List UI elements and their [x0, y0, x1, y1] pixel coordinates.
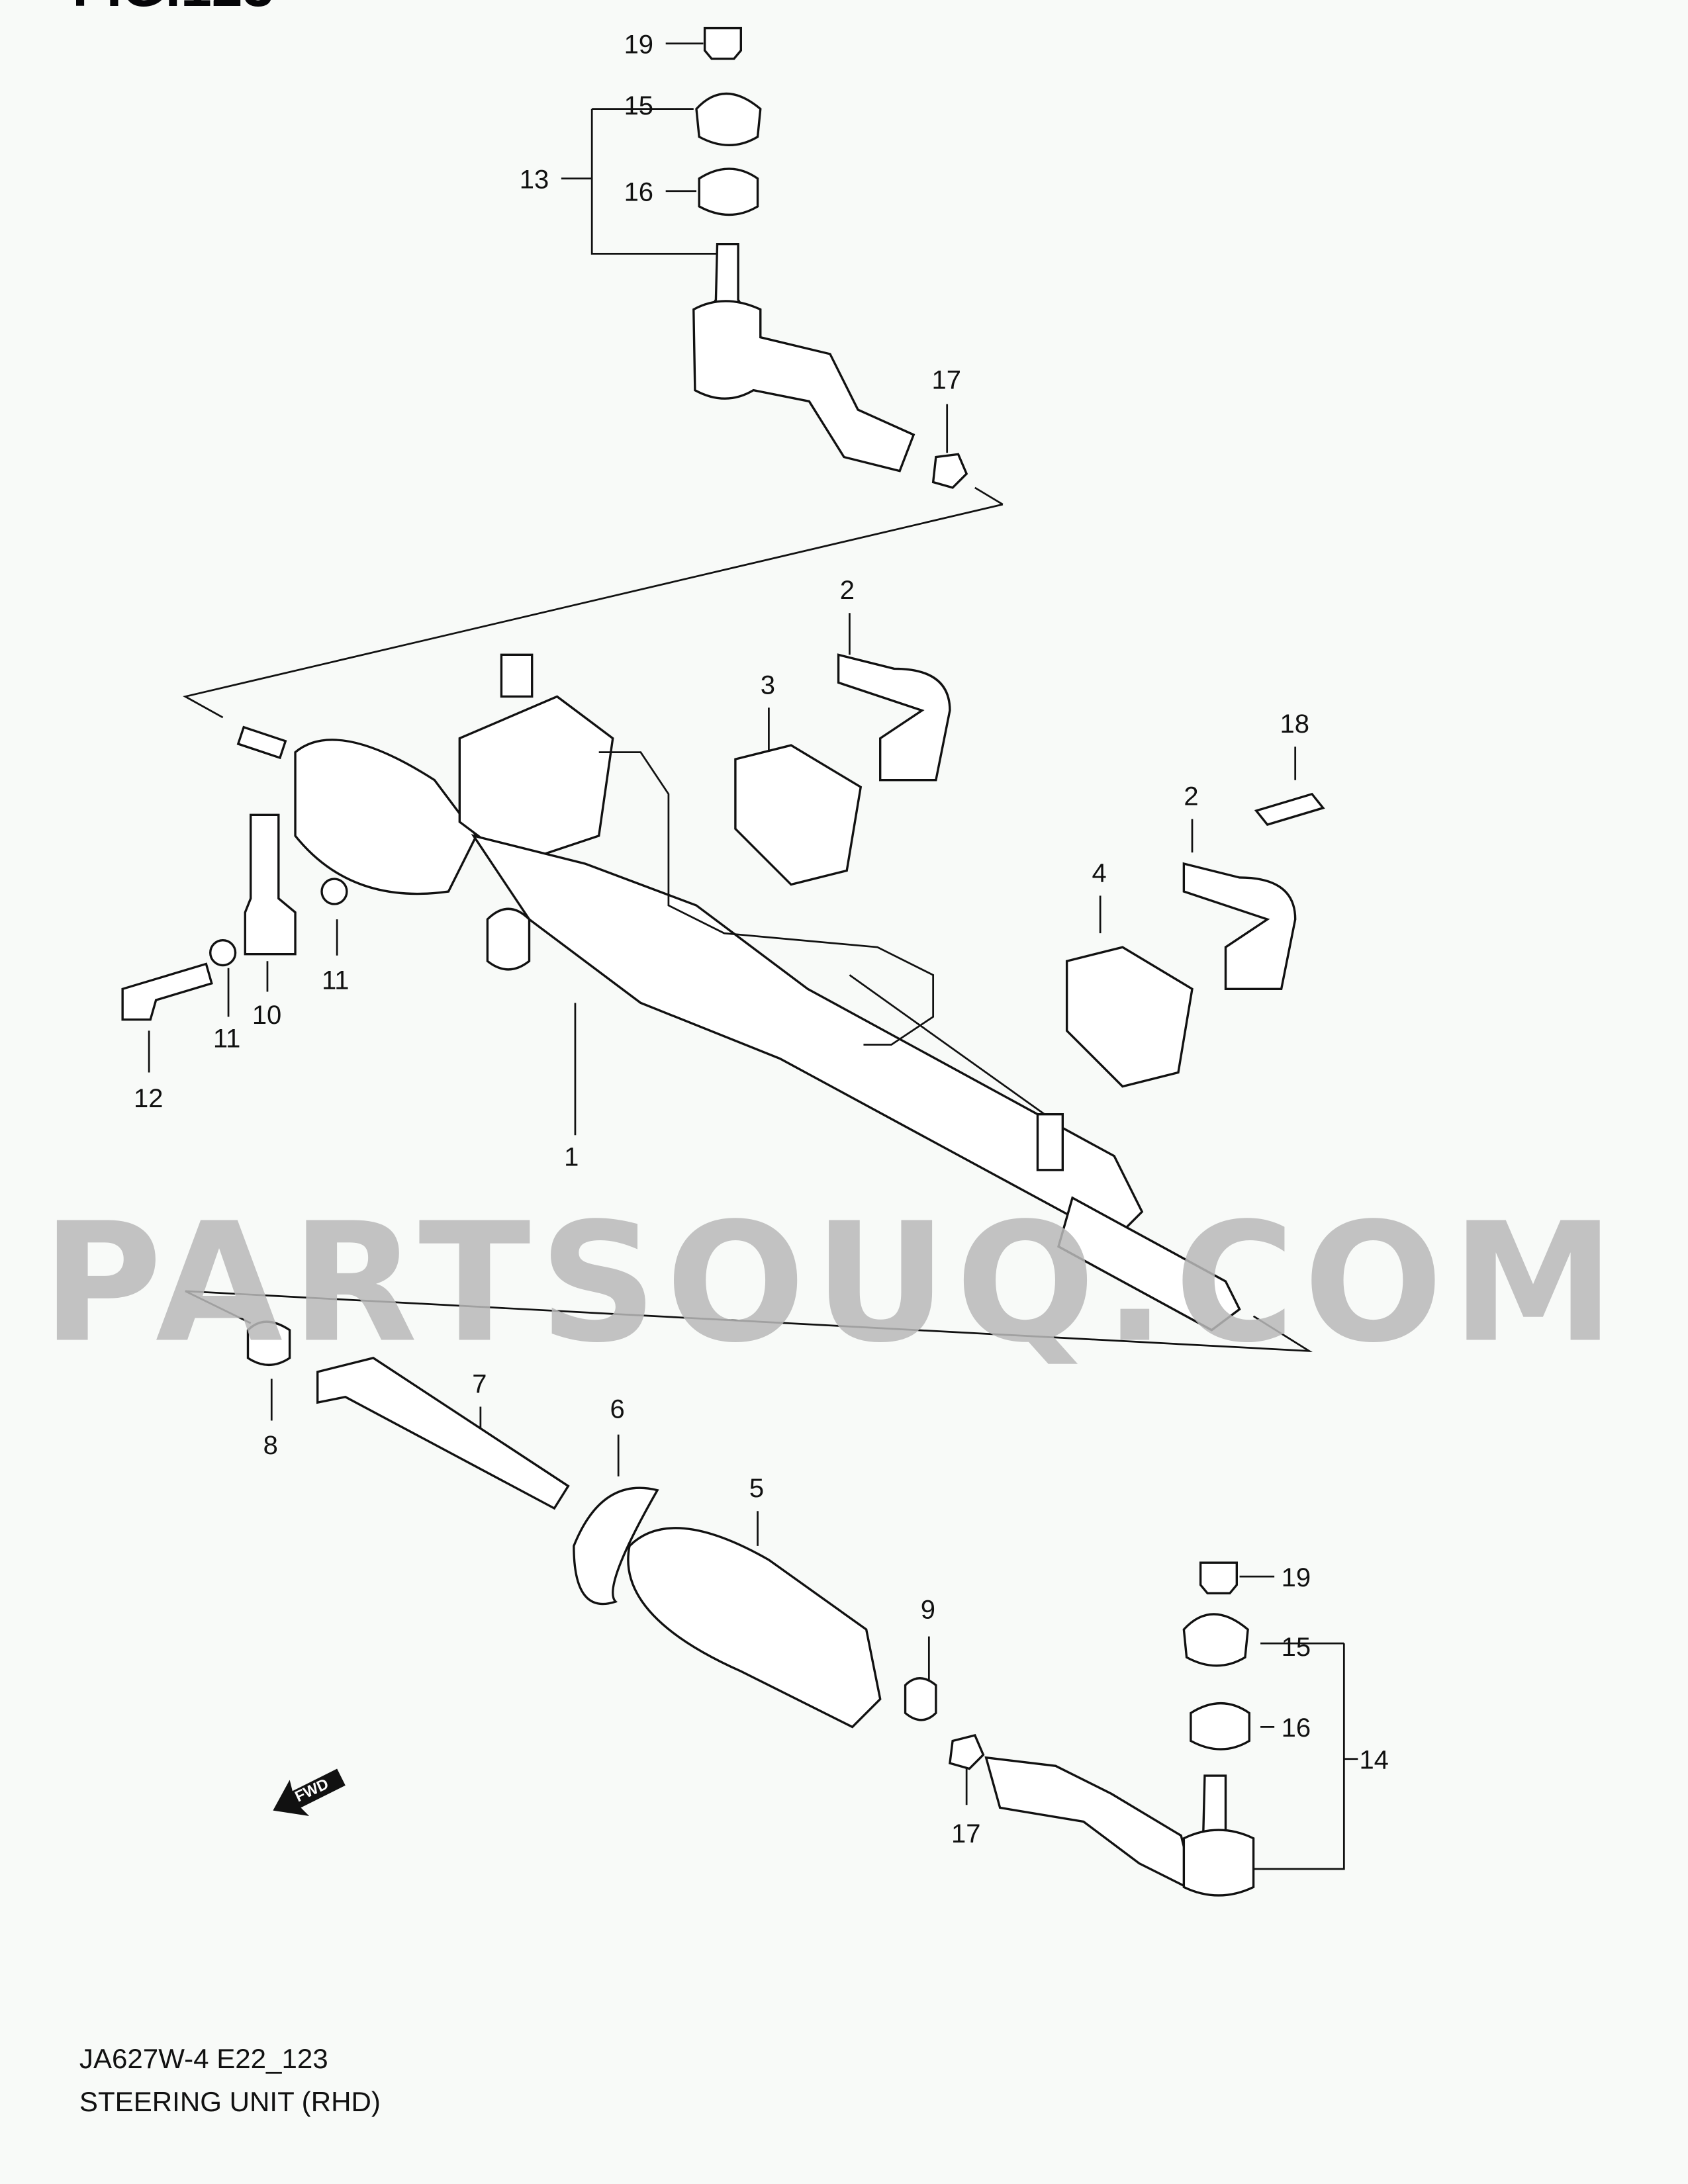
callout-19: 19 — [1282, 1563, 1311, 1592]
union-bolt-10 — [244, 813, 297, 956]
clip-6 — [573, 1486, 659, 1606]
callout-1: 1 — [564, 1143, 579, 1172]
union-bolt-fittings — [121, 813, 348, 1021]
tie-rod-end-upper — [692, 26, 968, 489]
band-9 — [904, 1677, 937, 1721]
callout-16: 16 — [624, 177, 653, 206]
callout-3: 3 — [761, 670, 775, 700]
callout-12: 12 — [134, 1084, 163, 1113]
diagram-code: JA627W-4 E22_123 — [79, 2043, 328, 2074]
pinion-shaft — [500, 653, 534, 698]
callout-18: 18 — [1280, 709, 1309, 739]
callout-8: 8 — [263, 1431, 278, 1460]
forward-direction-arrow: FWD — [273, 1768, 346, 1817]
nut-17-upper — [931, 453, 968, 489]
bracket-2-left — [837, 653, 951, 782]
callout-10: 10 — [252, 1001, 281, 1030]
callout-2: 2 — [840, 576, 855, 605]
spring-16-upper — [698, 167, 759, 216]
cushion-4 — [1065, 946, 1194, 1088]
callout-13: 13 — [520, 165, 549, 195]
socket-lower — [1182, 1829, 1255, 1897]
assembly-guide-lines — [148, 42, 1358, 1870]
rack-boot-left — [294, 739, 478, 895]
callout-7: 7 — [472, 1369, 487, 1398]
mounts-and-brackets — [734, 653, 1325, 1088]
callout-17: 17 — [951, 1819, 980, 1848]
callout-17: 17 — [932, 366, 961, 395]
pipe-fitting — [1036, 1113, 1064, 1171]
callout-2: 2 — [1184, 782, 1198, 811]
mount-boss — [486, 907, 531, 971]
tie-rod-end-14 — [984, 1756, 1197, 1893]
callout-15: 15 — [624, 91, 653, 120]
callout-16: 16 — [1282, 1713, 1311, 1743]
callout-5: 5 — [749, 1474, 764, 1503]
figure-title: FIG.123 — [72, 0, 273, 18]
callout-labels: 19 15 13 16 17 2 3 18 2 4 11 11 10 12 1 … — [134, 30, 1389, 1848]
spring-16-lower — [1190, 1702, 1250, 1751]
rack-end-thread — [236, 725, 287, 760]
nut-17-lower — [949, 1734, 985, 1770]
boot-5 — [627, 1527, 882, 1729]
cushion-3 — [734, 744, 863, 886]
gasket-11-lower — [209, 938, 237, 967]
arrow-icon — [273, 1768, 346, 1817]
callout-4: 4 — [1092, 858, 1107, 887]
boot-15-upper — [695, 92, 762, 146]
callout-9: 9 — [921, 1595, 935, 1624]
lock-washer-8 — [246, 1320, 291, 1366]
rack-end-right — [1057, 1196, 1241, 1332]
steering-gear-case-1 — [236, 653, 1241, 1332]
bracket-2-right — [1182, 862, 1297, 990]
watermark: PARTSOUQ.COM — [42, 1188, 1623, 1379]
gasket-11-upper — [320, 878, 348, 905]
callout-11: 11 — [213, 1024, 240, 1054]
tie-rod-7 — [316, 1357, 570, 1510]
callout-14: 14 — [1359, 1746, 1388, 1775]
callout-11: 11 — [322, 966, 349, 995]
callout-6: 6 — [610, 1394, 625, 1424]
tie-rod-end-13 — [692, 300, 915, 473]
gear-tube — [471, 834, 1144, 1242]
bolt-12 — [121, 962, 213, 1021]
callout-19: 19 — [624, 30, 653, 59]
tie-rod-lower-assembly — [246, 1320, 1255, 1897]
callout-15: 15 — [1282, 1633, 1311, 1662]
valve-housing — [458, 695, 614, 865]
diagram-name: STEERING UNIT (RHD) — [79, 2086, 381, 2117]
nut-19-lower — [1199, 1561, 1238, 1595]
nut-19-upper — [703, 26, 742, 60]
bolt-18 — [1254, 792, 1325, 826]
boot-15-lower — [1182, 1613, 1249, 1667]
